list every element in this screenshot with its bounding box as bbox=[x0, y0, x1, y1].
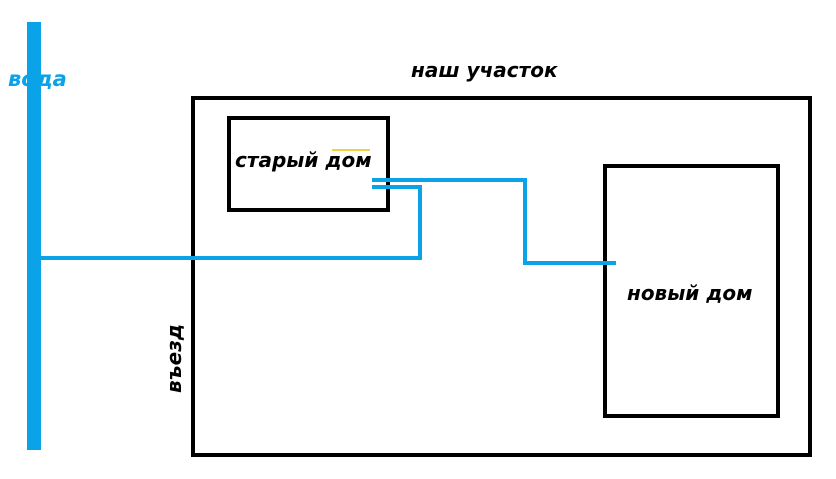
new-house-box bbox=[603, 164, 780, 418]
water-main-line bbox=[27, 22, 41, 450]
old-house-box bbox=[227, 116, 390, 212]
water-pipe-to-new-house bbox=[372, 178, 616, 265]
water-label: вода bbox=[8, 67, 67, 91]
old-house-label: старый дом bbox=[235, 148, 372, 172]
plot-boundary bbox=[191, 96, 812, 457]
new-house-label: новый дом bbox=[627, 281, 753, 305]
entrance-label: въезд bbox=[162, 324, 186, 393]
plot-label: наш участок bbox=[411, 58, 558, 82]
water-pipe-to-old-house bbox=[41, 185, 422, 260]
